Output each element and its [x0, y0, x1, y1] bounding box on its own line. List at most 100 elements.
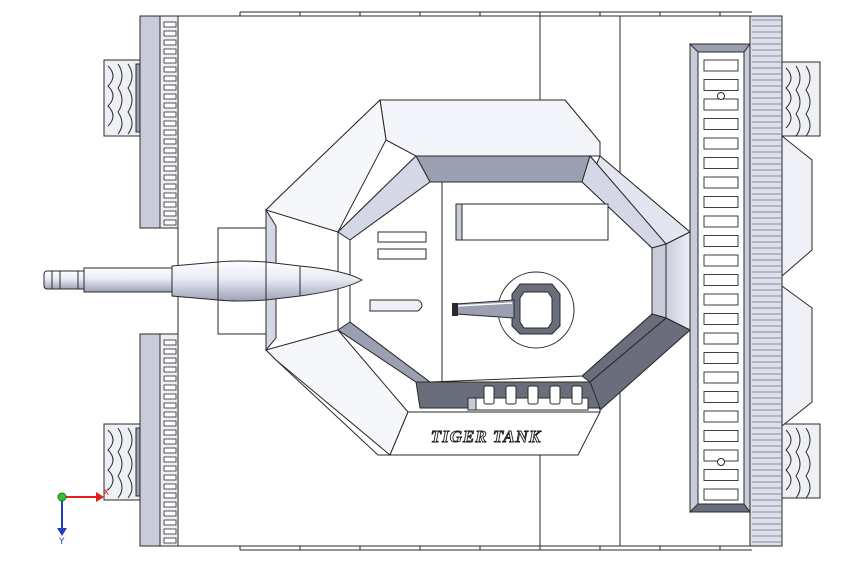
- track-link: [163, 75, 177, 82]
- track-link: [163, 429, 177, 436]
- track-link: [163, 492, 177, 499]
- track-link: [163, 438, 177, 445]
- vision-slot: [377, 231, 427, 243]
- right-track: [749, 15, 783, 547]
- track-link: [163, 111, 177, 118]
- engine-grille: [688, 43, 751, 513]
- track-link: [163, 156, 177, 163]
- jerry-can: [483, 385, 495, 405]
- periscope: [369, 299, 423, 312]
- track-link: [163, 474, 177, 481]
- grille-slat: [703, 293, 739, 306]
- side-armor-plates-right: [781, 134, 813, 428]
- grille-slat: [703, 59, 739, 72]
- track-link: [163, 84, 177, 91]
- stowage-rack: [467, 385, 589, 411]
- track-link: [163, 402, 177, 409]
- track-link: [163, 510, 177, 517]
- track-link: [163, 357, 177, 364]
- track-link: [163, 66, 177, 73]
- grille-slat: [703, 196, 739, 208]
- grille-bolt-icon: [717, 458, 725, 466]
- grille-slat: [703, 118, 739, 130]
- track-link: [163, 165, 177, 172]
- track-link: [163, 120, 177, 127]
- track-link: [163, 519, 177, 526]
- grille-slat: [703, 157, 739, 169]
- track-link: [163, 201, 177, 208]
- track-link: [163, 339, 177, 346]
- track-link: [163, 456, 177, 463]
- track-link: [163, 183, 177, 190]
- grille-slat: [703, 79, 739, 91]
- track-link: [163, 57, 177, 64]
- track-link: [163, 348, 177, 355]
- grille-slat: [703, 469, 739, 481]
- x-axis-label: X: [103, 488, 109, 498]
- gun-barrel: [83, 267, 175, 293]
- track-link: [163, 210, 177, 217]
- track-link: [163, 48, 177, 55]
- jerry-can: [527, 385, 539, 405]
- track-link: [163, 528, 177, 535]
- track-link: [163, 21, 177, 28]
- jerry-can: [505, 385, 517, 405]
- track-link: [163, 174, 177, 181]
- track-link: [163, 30, 177, 37]
- track-link: [163, 501, 177, 508]
- track-link: [163, 93, 177, 100]
- grille-slat: [703, 137, 739, 150]
- grille-slat: [703, 254, 739, 267]
- grille-slat: [703, 215, 739, 228]
- track-link: [163, 483, 177, 490]
- road-wheel-front-right: [779, 61, 821, 137]
- grille-slat: [703, 430, 739, 442]
- tank-name-label: TIGER TANK: [431, 427, 542, 446]
- y-axis-label: Y: [58, 537, 65, 547]
- grille-slat: [703, 274, 739, 286]
- road-wheel-rear-right: [779, 423, 821, 499]
- vision-slot: [377, 248, 427, 260]
- track-link: [163, 411, 177, 418]
- coordinate-triad: X Y: [57, 488, 109, 547]
- grille-slat: [703, 488, 739, 501]
- track-link: [163, 375, 177, 382]
- track-link: [163, 366, 177, 373]
- commander-cupola[interactable]: [452, 271, 575, 349]
- left-track-front: [139, 15, 179, 229]
- grille-slat: [703, 176, 739, 189]
- track-link: [163, 147, 177, 154]
- jerry-can: [549, 385, 561, 405]
- jerry-can: [571, 385, 583, 405]
- grille-slat: [703, 410, 739, 423]
- muzzle-brake: [43, 270, 87, 290]
- gun-mantlet: [171, 260, 364, 302]
- track-link: [163, 39, 177, 46]
- track-link: [163, 219, 177, 226]
- grille-slat: [703, 98, 739, 111]
- grille-bolt-icon: [717, 92, 725, 100]
- turret[interactable]: TIGER TANK: [265, 98, 691, 456]
- track-link: [163, 192, 177, 199]
- track-link: [163, 138, 177, 145]
- track-link: [163, 447, 177, 454]
- grille-slat: [703, 313, 739, 325]
- turret-hatch-plate: [455, 203, 609, 241]
- left-track-rear: [139, 333, 179, 547]
- grille-slat: [703, 371, 739, 384]
- track-link: [163, 537, 177, 544]
- main-gun[interactable]: [43, 260, 364, 302]
- track-link: [163, 465, 177, 472]
- track-link: [163, 420, 177, 427]
- track-link: [163, 393, 177, 400]
- origin-dot-icon: [57, 492, 67, 502]
- track-link: [163, 102, 177, 109]
- grille-slat: [703, 332, 739, 345]
- track-link: [163, 129, 177, 136]
- grille-slat: [703, 352, 739, 364]
- grille-slat: [703, 235, 739, 247]
- track-link: [163, 384, 177, 391]
- grille-slat: [703, 391, 739, 403]
